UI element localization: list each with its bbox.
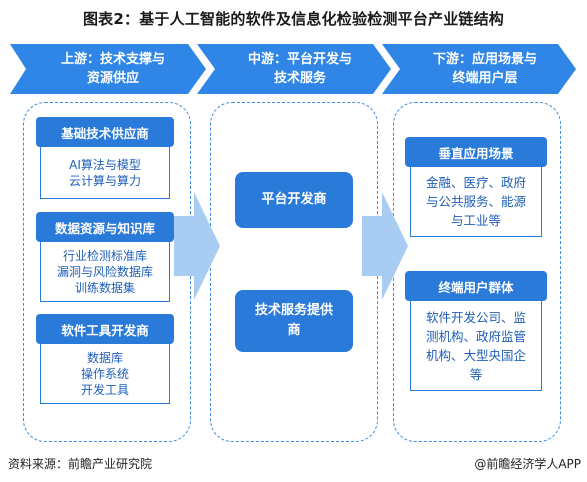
card-line: 开发工具 xyxy=(80,382,129,397)
card-head-end-users: 终端用户群体 xyxy=(405,271,547,301)
stage-chevron-downstream xyxy=(382,44,576,94)
stage-midstream-line1: 中游：平台开发与 xyxy=(247,52,352,67)
card-line: 与工业等 xyxy=(450,213,501,228)
mid-box-line: 技术服务提供 xyxy=(254,303,333,318)
card-head-basic-tech: 基础技术供应商 xyxy=(36,117,174,147)
mid-box-platform-developer: 平台开发商 xyxy=(235,172,353,228)
card-head-vertical-scenarios: 垂直应用场景 xyxy=(405,137,547,167)
card-body-software-tools: 数据库 操作系统 开发工具 xyxy=(40,344,170,404)
card-line: 行业检测标准库 xyxy=(62,248,147,263)
card-line: 机构、大型央国企 xyxy=(425,347,526,363)
card-line: 数据库 xyxy=(86,350,123,365)
card-line: 训练数据集 xyxy=(74,280,135,295)
stage-label-upstream: 上游：技术支撑与 资源供应 xyxy=(28,44,198,94)
stage-downstream-line2: 终端用户层 xyxy=(452,71,518,86)
stage-chevron-midstream xyxy=(197,44,391,94)
midstream-column xyxy=(210,102,378,442)
card-line: AI算法与模型 xyxy=(69,157,141,172)
stage-bar: 上游：技术支撑与 资源供应 中游：平台开发与 技术服务 下游：应用场景与 终端用… xyxy=(10,44,577,94)
card-body-vertical-scenarios: 金融、医疗、政府 与公共服务、能源 与工业等 xyxy=(410,167,542,237)
stage-upstream-line2: 资源供应 xyxy=(86,71,139,86)
card-head-data-resources: 数据资源与知识库 xyxy=(36,212,174,242)
card-line: 云计算与算力 xyxy=(68,173,141,188)
card-head-software-tools: 软件工具开发商 xyxy=(36,314,174,344)
stage-chevrons xyxy=(10,44,576,94)
stage-midstream-line2: 技术服务 xyxy=(273,71,326,86)
card-line: 操作系统 xyxy=(80,366,129,381)
stage-upstream-line1: 上游：技术支撑与 xyxy=(60,52,165,67)
flow-arrow-mid-to-down xyxy=(362,192,408,300)
figure-title: 图表2：基于人工智能的软件及信息化检验检测平台产业链结构 xyxy=(82,10,505,28)
flow-arrow-up-to-mid xyxy=(174,192,220,300)
source-note: 资料来源：前瞻产业研究院 xyxy=(8,457,153,471)
card-body-end-users: 软件开发公司、监 测机构、政府监管 机构、大型央国企 等 xyxy=(410,301,542,391)
card-body-data-resources: 行业检测标准库 漏洞与风险数据库 训练数据集 xyxy=(40,242,170,302)
card-line: 金融、医疗、政府 xyxy=(425,175,526,190)
card-line: 软件开发公司、监 xyxy=(425,309,526,325)
card-line: 漏洞与风险数据库 xyxy=(56,264,153,279)
card-body-basic-tech: AI算法与模型 云计算与算力 xyxy=(40,147,170,199)
credit-note: @前瞻经济学人APP xyxy=(474,457,581,471)
mid-box-line: 平台开发商 xyxy=(261,192,327,207)
stage-chevron-upstream xyxy=(10,44,206,94)
card-line: 等 xyxy=(469,366,483,382)
stage-label-downstream: 下游：应用场景与 终端用户层 xyxy=(400,44,570,94)
card-line: 测机构、政府监管 xyxy=(425,328,526,344)
stage-downstream-line1: 下游：应用场景与 xyxy=(432,52,537,67)
mid-box-tech-service-provider: 技术服务提供 商 xyxy=(235,290,353,352)
mid-box-line: 商 xyxy=(287,323,301,338)
stage-label-midstream: 中游：平台开发与 技术服务 xyxy=(215,44,385,94)
card-line: 与公共服务、能源 xyxy=(425,194,526,209)
